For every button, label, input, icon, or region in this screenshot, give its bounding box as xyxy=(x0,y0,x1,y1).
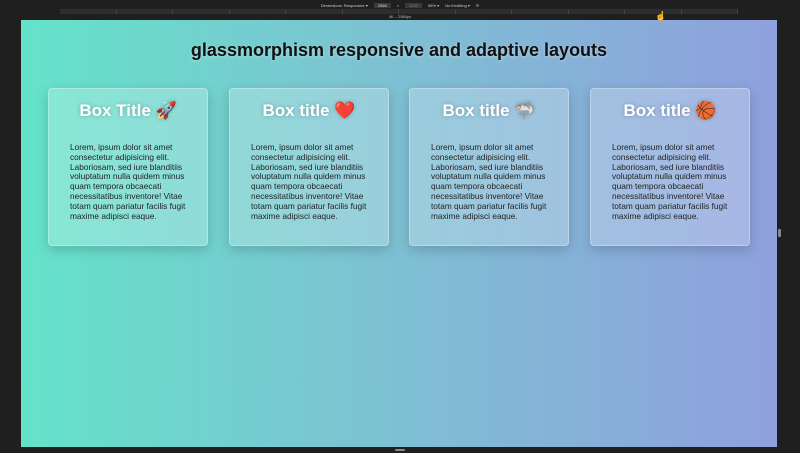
zoom-dropdown[interactable]: 85% ▾ xyxy=(428,3,440,8)
device-toolbar: Dimensions: Responsive ▾ 2560 × 1440 85%… xyxy=(0,1,800,10)
glass-card: Box Title 🚀 Lorem, ipsum dolor sit amet … xyxy=(48,88,208,246)
glass-card: Box title ❤️ Lorem, ipsum dolor sit amet… xyxy=(229,88,389,246)
media-query-ruler[interactable] xyxy=(60,9,738,14)
card-title: Box title 🦈 xyxy=(442,101,536,120)
card-body: Lorem, ipsum dolor sit amet consectetur … xyxy=(612,142,728,221)
card-body: Lorem, ipsum dolor sit amet consectetur … xyxy=(70,142,186,221)
glass-card: Box title 🏀 Lorem, ipsum dolor sit amet … xyxy=(590,88,750,246)
times-label: × xyxy=(396,3,400,8)
card-title: Box Title 🚀 xyxy=(79,101,177,120)
page-viewport: glassmorphism responsive and adaptive la… xyxy=(21,20,777,447)
page-title: glassmorphism responsive and adaptive la… xyxy=(190,40,608,60)
height-input[interactable]: 1440 xyxy=(405,3,423,8)
rotate-icon[interactable]: ⟳ xyxy=(475,3,480,8)
ruler-label: 4K – 2560px xyxy=(388,14,412,19)
card-body: Lorem, ipsum dolor sit amet consectetur … xyxy=(431,142,547,221)
glass-card: Box title 🦈 Lorem, ipsum dolor sit amet … xyxy=(409,88,569,246)
dimensions-dropdown[interactable]: Dimensions: Responsive ▾ xyxy=(320,3,368,8)
card-title: Box title 🏀 xyxy=(623,101,717,120)
throttling-dropdown[interactable]: No throttling ▾ xyxy=(445,3,470,8)
card-title: Box title ❤️ xyxy=(262,101,356,120)
card-body: Lorem, ipsum dolor sit amet consectetur … xyxy=(251,142,367,221)
resize-handle-bottom[interactable] xyxy=(395,449,405,451)
hand-cursor-icon: ☝ xyxy=(655,11,667,21)
resize-handle-right[interactable] xyxy=(778,229,781,237)
width-input[interactable]: 2560 xyxy=(373,3,391,8)
